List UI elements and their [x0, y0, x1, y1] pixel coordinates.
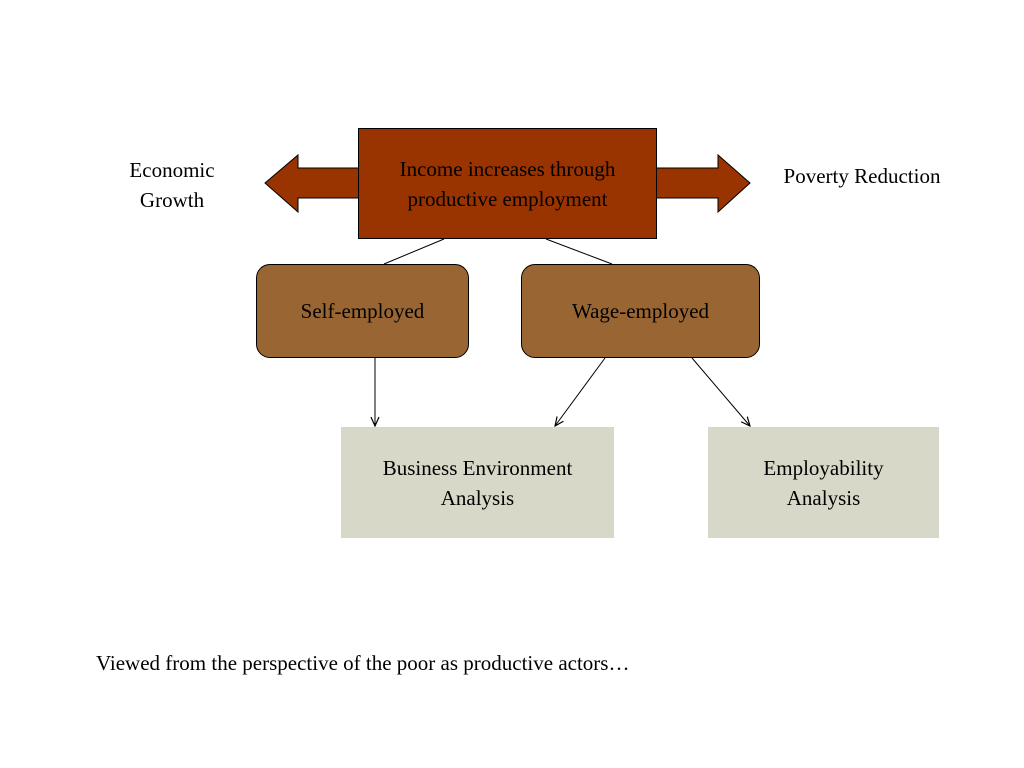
- poverty-reduction-label: Poverty Reduction: [783, 164, 941, 188]
- wage-employed-box: Wage-employed: [521, 264, 760, 358]
- self-employed-box: Self-employed: [256, 264, 469, 358]
- business-environment-line-2: Analysis: [440, 485, 515, 510]
- wage-employed-label: Wage-employed: [571, 299, 710, 323]
- connector-main-to-self: [383, 238, 445, 265]
- economic-growth-line-1: Economic: [129, 158, 215, 182]
- employability-box: Employability Analysis: [708, 427, 939, 538]
- caption: Viewed from the perspective of the poor …: [96, 651, 630, 675]
- main-box-line-1: Income increases through: [399, 156, 616, 181]
- business-environment-line-1: Business Environment: [382, 455, 573, 480]
- connector-main-to-wage: [545, 238, 613, 265]
- employability-line-1: Employability: [763, 455, 884, 480]
- economic-growth-line-2: Growth: [139, 188, 205, 212]
- main-box-line-2: productive employment: [407, 186, 608, 211]
- arrow-wage-to-business: [555, 357, 606, 426]
- business-environment-box: Business Environment Analysis: [341, 427, 614, 538]
- economic-growth-label: Economic Growth: [112, 155, 232, 215]
- employability-line-2: Analysis: [786, 485, 861, 510]
- self-employed-label: Self-employed: [300, 299, 425, 323]
- arrow-wage-to-employability: [691, 357, 750, 426]
- main-box: Income increases through productive empl…: [358, 128, 657, 239]
